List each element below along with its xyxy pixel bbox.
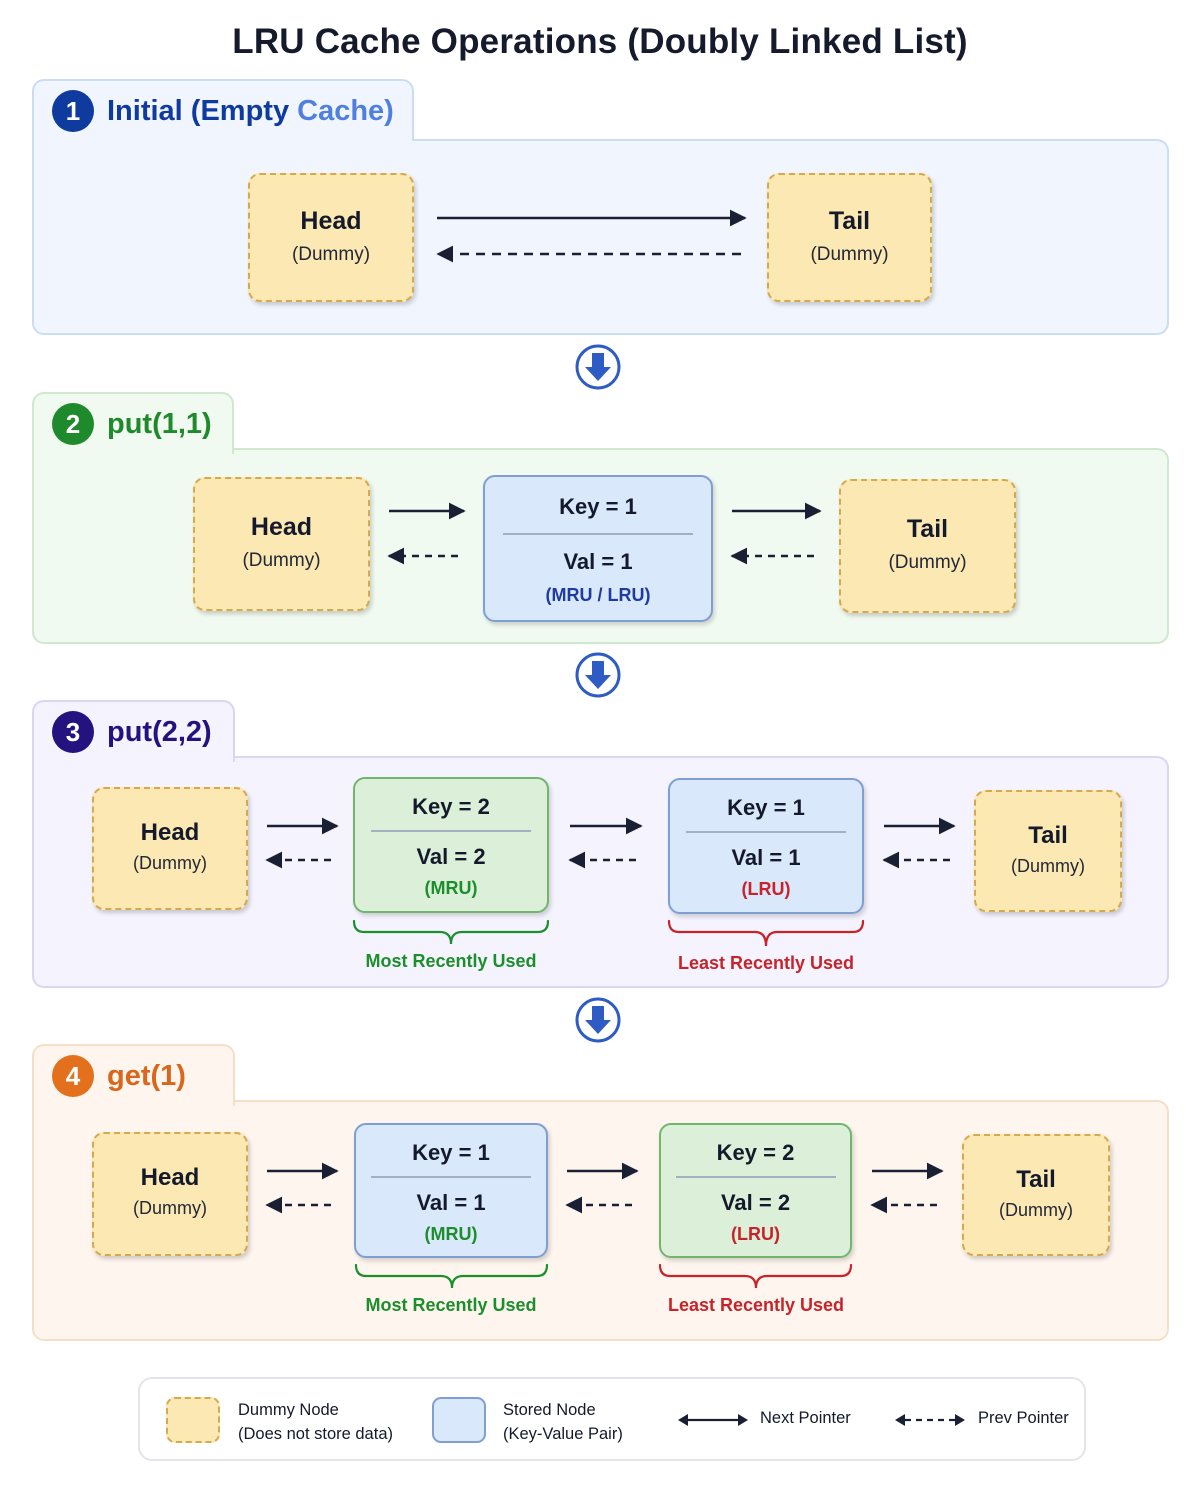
node-tag: (LRU) — [731, 1224, 780, 1244]
tail-label: Tail — [828, 207, 871, 235]
tail-sub: (Dummy) — [1011, 856, 1085, 876]
stage-1-badge: 1 — [52, 90, 94, 132]
stage-3-mru-label: Most Recently Used — [365, 951, 537, 971]
tail-label: Tail — [1016, 1166, 1056, 1193]
stage-4-node-key-2: Key = 2 Val = 2 (LRU) — [659, 1123, 852, 1258]
node-divider — [371, 830, 531, 832]
stage-1-head-node: Head (Dummy) — [248, 173, 414, 302]
stage-4-tail-node: Tail (Dummy) — [962, 1134, 1110, 1256]
node-val: Val = 1 — [416, 1190, 486, 1215]
node-tag: (MRU) — [424, 1224, 478, 1244]
node-divider — [686, 831, 846, 833]
stage-3-node-key-2: Key = 2 Val = 2 (MRU) — [353, 777, 549, 913]
stage-3-tab: 3 put(2,2) — [32, 700, 235, 762]
down-arrow-icon — [575, 997, 621, 1043]
node-divider — [503, 533, 693, 535]
legend: Dummy Node (Does not store data) Stored … — [138, 1377, 1086, 1461]
legend-dummy-line2: (Does not store data) — [238, 1425, 393, 1443]
legend-stored-line2: (Key-Value Pair) — [503, 1425, 623, 1443]
tail-label: Tail — [1028, 822, 1068, 849]
head-sub: (Dummy) — [133, 853, 207, 873]
legend-next-arrow-icon — [678, 1414, 748, 1426]
legend-prev-label: Prev Pointer — [978, 1409, 1069, 1427]
node-divider — [371, 1176, 531, 1178]
stage-1-title: Initial (Empty Cache) — [107, 95, 394, 128]
stage-3-tail-node: Tail (Dummy) — [974, 790, 1122, 912]
stage-4-node-key-1: Key = 1 Val = 1 (MRU) — [354, 1123, 548, 1258]
node-tag: (LRU) — [741, 879, 791, 899]
lru-brace — [667, 919, 865, 947]
mru-brace — [354, 1263, 549, 1289]
lru-brace — [658, 1263, 853, 1289]
mru-brace — [352, 919, 550, 945]
legend-dummy-text: Dummy Node (Does not store data) — [238, 1398, 393, 1446]
stage-2-tail-node: Tail (Dummy) — [839, 479, 1016, 613]
node-tag: (MRU / LRU) — [545, 585, 651, 605]
legend-next-label: Next Pointer — [760, 1409, 851, 1427]
stage-2-head-node: Head (Dummy) — [193, 477, 370, 611]
node-val: Val = 2 — [416, 844, 486, 869]
head-label: Head — [300, 207, 362, 235]
tail-sub: (Dummy) — [888, 552, 967, 573]
node-val: Val = 1 — [563, 549, 633, 574]
head-label: Head — [140, 819, 200, 846]
down-arrow-icon — [575, 652, 621, 698]
node-key: Key = 1 — [412, 1140, 490, 1165]
head-sub: (Dummy) — [242, 550, 321, 571]
node-key: Key = 1 — [727, 795, 805, 820]
stage-2-badge: 2 — [52, 403, 94, 445]
stage-3-node-key-1: Key = 1 Val = 1 (LRU) — [668, 778, 864, 914]
legend-stored-swatch — [432, 1397, 486, 1443]
stage-4-head-node: Head (Dummy) — [92, 1132, 248, 1256]
stage-2-title: put(1,1) — [107, 407, 212, 440]
node-key: Key = 2 — [716, 1140, 795, 1165]
head-sub: (Dummy) — [133, 1198, 207, 1218]
tail-label: Tail — [906, 515, 949, 543]
stage-4-badge: 4 — [52, 1055, 94, 1097]
node-key: Key = 1 — [559, 494, 637, 519]
node-val: Val = 1 — [731, 845, 801, 870]
tail-sub: (Dummy) — [810, 244, 889, 265]
legend-dummy-swatch — [166, 1397, 220, 1443]
tail-sub: (Dummy) — [999, 1200, 1073, 1220]
node-val: Val = 2 — [720, 1190, 791, 1215]
stage-1-title-main: Initial (Empty — [107, 94, 298, 127]
stage-4-mru-label: Most Recently Used — [365, 1295, 537, 1315]
stage-3-head-node: Head (Dummy) — [92, 787, 248, 910]
stage-3-badge: 3 — [52, 711, 94, 753]
stage-2-tab: 2 put(1,1) — [32, 392, 234, 454]
node-key: Key = 2 — [412, 794, 490, 819]
stage-4-title: get(1) — [107, 1059, 186, 1092]
stage-4-lru-label: Least Recently Used — [667, 1295, 845, 1315]
stage-1-tail-node: Tail (Dummy) — [767, 173, 932, 302]
head-label: Head — [140, 1164, 200, 1191]
stage-1-panel — [32, 139, 1169, 335]
legend-stored-line1: Stored Node — [503, 1401, 596, 1419]
stage-1-title-accent: Cache) — [297, 94, 394, 127]
down-arrow-icon — [575, 344, 621, 390]
legend-prev-arrow-icon — [895, 1414, 965, 1426]
stage-3-title: put(2,2) — [107, 715, 212, 748]
diagram-title: LRU Cache Operations (Doubly Linked List… — [232, 22, 968, 61]
legend-dummy-line1: Dummy Node — [238, 1401, 339, 1419]
stage-2-node-key-1: Key = 1 Val = 1 (MRU / LRU) — [483, 475, 713, 622]
stage-4-tab: 4 get(1) — [32, 1044, 235, 1106]
head-sub: (Dummy) — [291, 244, 371, 265]
stage-1-tab: 1 Initial (Empty Cache) — [32, 79, 414, 141]
node-tag: (MRU) — [424, 878, 478, 898]
legend-stored-text: Stored Node (Key-Value Pair) — [503, 1398, 623, 1446]
stage-3-lru-label: Least Recently Used — [677, 953, 855, 973]
node-divider — [675, 1176, 836, 1178]
head-label: Head — [250, 513, 313, 541]
